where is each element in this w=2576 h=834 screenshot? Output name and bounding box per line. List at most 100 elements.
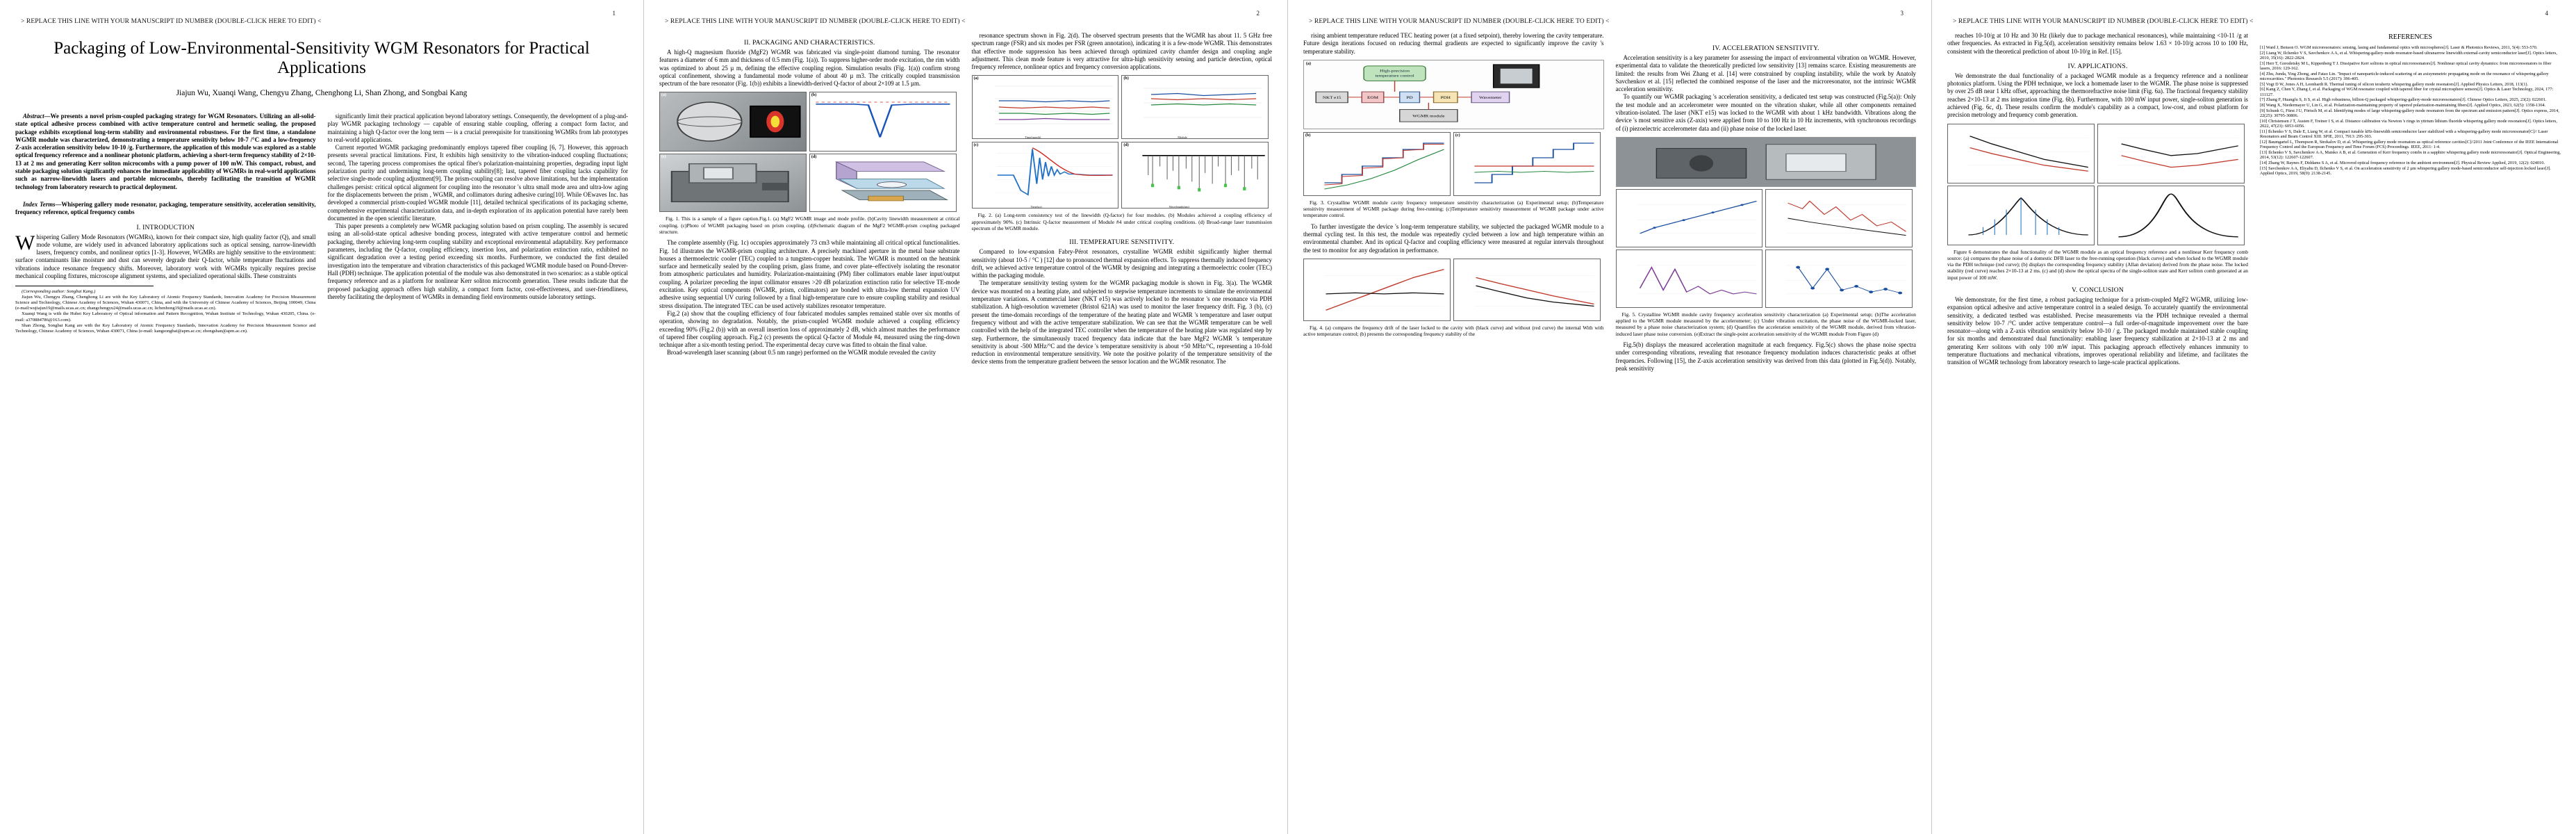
fig1-linewidth-plot: [816, 102, 950, 138]
reference-item: [5] Vogt D W, Jones A H, Leonhardt R. Th…: [2260, 81, 2529, 87]
figure-5-caption: Fig. 5. Crystalline WGMR module cavity f…: [1615, 311, 1917, 337]
fig3-controlled-plot: [1474, 142, 1594, 183]
fig3-free-running-plot: [1324, 142, 1444, 190]
svg-text:NKT e15: NKT e15: [1323, 97, 1341, 100]
page4-column-2: REFERENCES [1] Ward J, Benson O. WGM mic…: [2260, 32, 2561, 367]
reference-item: [2] Liang W, Ilchenko V S, Savchenkov A …: [2260, 50, 2557, 61]
temperature-right-paragraph-2: To further investigate the device 's lon…: [1303, 222, 1604, 254]
reference-item: [6] Kang Z, Chen Y, Zhang J, et al. Pack…: [2260, 87, 2554, 97]
svg-text:PDH: PDH: [1441, 97, 1451, 100]
acceleration-paragraph-1: Acceleration sensitivity is a key parame…: [1615, 54, 1917, 93]
page-number: 1: [612, 10, 616, 17]
fig6-comb-spectrum-plot: [2118, 193, 2238, 238]
fig2-panel-b: (b) Module: [1121, 75, 1269, 140]
svg-text:temperature control: temperature control: [1375, 74, 1414, 78]
fig5-vibration-setup-photo: [1616, 137, 1915, 186]
fig5-single-point-sensitivity-plot: [1786, 265, 1906, 295]
fig2-panel-c: (c) Time(µs): [971, 142, 1119, 209]
intro-paragraph-4: This paper presents a completely new WGM…: [327, 222, 629, 300]
fig5-panel-c: [1765, 188, 1913, 247]
fig2-label-b: (b): [1123, 76, 1129, 81]
figure-3: (a) High-precision temperature control N…: [1303, 59, 1604, 219]
figure-6-caption: Figure 6 demonstrates the dual functiona…: [1947, 248, 2248, 281]
abstract-paragraph: Abstract—We presents a novel prism-coupl…: [15, 113, 316, 191]
reference-item: [7] Zhang F, Huangfu S, Ji S, et al. Hig…: [2260, 97, 2547, 103]
fig1-resonator-diagram: [677, 101, 801, 142]
fig2-b-xlabel: Module: [1178, 136, 1187, 140]
running-head: > REPLACE THIS LINE WITH YOUR MANUSCRIPT…: [1953, 18, 2254, 25]
page-4: 4 > REPLACE THIS LINE WITH YOUR MANUSCRI…: [1932, 0, 2576, 834]
section-heading-references: REFERENCES: [2388, 33, 2432, 41]
footnote-affiliation-2: Xuanqi Wang is with the Hubei Key Labora…: [15, 311, 316, 322]
page-number: 4: [2545, 10, 2549, 17]
reference-item: [4] Zhu, Junda, Ying Zhong, and Fatao Li…: [2260, 71, 2549, 82]
section-heading-applications: IV. APPLICATIONS.: [2067, 62, 2128, 70]
section-heading-conclusion: V. CONCLUSION: [2072, 286, 2124, 294]
fig6-panel-d: [2097, 185, 2245, 245]
page-2: 2 > REPLACE THIS LINE WITH YOUR MANUSCRI…: [644, 0, 1288, 834]
figure-2: (a) Time(month): [971, 75, 1272, 232]
fig5-panel-b: [1615, 188, 1763, 247]
svg-text:EOM: EOM: [1367, 97, 1379, 100]
fig3-label-c: (c): [1455, 133, 1460, 138]
fig2-a-xlabel: Time(month): [1025, 136, 1041, 140]
footnote-affiliation-3: Shan Zhong, Songbai Kang are with the Ke…: [15, 322, 316, 334]
reference-item: [13] Ilchenko V S, Savchenkov A A, Matsk…: [2260, 149, 2561, 161]
footnote-affiliation-1: Jiajun Wu, Chengyu Zhang, Chenghong Li a…: [15, 295, 316, 311]
fig3-panel-b: (b): [1303, 131, 1451, 196]
reference-item: [1] Ward J, Benson O. WGM microresonator…: [2260, 45, 2538, 50]
packaging-right-paragraph-1: resonance spectrum shown in Fig. 2(d). T…: [971, 32, 1273, 71]
fig1-module-photo: [670, 163, 789, 203]
acceleration-paragraph-3: Fig.5(b) displays the measured accelerat…: [1615, 341, 1917, 372]
page-number: 3: [1900, 10, 1904, 17]
page1-column-1: Abstract—We presents a novel prism-coupl…: [15, 113, 316, 334]
page-title: Packaging of Low-Environmental-Sensitivi…: [53, 39, 590, 77]
fig6-panel-b: [2097, 123, 2245, 183]
section-heading-introduction: I. INTRODUCTION: [136, 223, 195, 231]
fig1-label-b: (b): [811, 93, 817, 98]
fig6-soliton-spectrum-plot: [1968, 197, 2088, 236]
fig4-stability-plot: [1474, 275, 1594, 306]
acceleration-right-paragraph-1: reaches 10-10/g at 10 Hz and 30 Hz (like…: [1947, 32, 2248, 55]
fig2-label-a: (a): [973, 76, 979, 81]
page1-column-2: significantly limit their practical appl…: [328, 113, 629, 334]
applications-paragraph-1: We demonstrate the dual functionality of…: [1947, 72, 2248, 119]
fig5-acceleration-magnitude-plot: [1636, 200, 1757, 234]
fig3-label-a: (a): [1306, 61, 1311, 66]
reference-item: [10] Christensen J T, Austen F, Treiner …: [2260, 118, 2557, 129]
index-terms-lead: Index Terms: [23, 200, 56, 208]
figure-6: Figure 6 demonstrates the dual functiona…: [1947, 123, 2248, 281]
fig2-coupling-efficiency-plot: [1143, 88, 1262, 118]
fig4-panel-a: [1303, 258, 1451, 321]
acceleration-paragraph-2: To quantify our WGMR packaging 's accele…: [1615, 93, 1917, 132]
abstract-lead: Abstract: [23, 113, 44, 120]
fig2-c-xlabel: Time(µs): [1030, 205, 1042, 209]
fig6-phase-noise-plot: [1968, 135, 2088, 172]
figure-4: Fig. 4. (a) compares the frequency drift…: [1303, 258, 1604, 338]
page-1: 1 > REPLACE THIS LINE WITH YOUR MANUSCRI…: [0, 0, 644, 834]
page-3: 3 > REPLACE THIS LINE WITH YOUR MANUSCRI…: [1288, 0, 1932, 834]
svg-text:WGMR module: WGMR module: [1412, 115, 1445, 118]
fig2-transmission-spectrum-plot: [1142, 155, 1266, 192]
section-heading-acceleration: IV. ACCELERATION SENSITIVITY.: [1712, 44, 1819, 52]
fig3-experimental-setup-diagram: High-precision temperature control NKT e…: [1315, 64, 1540, 122]
fig6-allan-deviation-plot: [2118, 138, 2239, 167]
index-terms-text: —Whispering gallery mode resonator, pack…: [15, 200, 316, 216]
reference-item: [12] Baumgartel L, Thompson R, Strekalov…: [2260, 139, 2559, 150]
figure-3-caption: Fig. 3. Crystalline WGMR module cavity f…: [1303, 199, 1604, 219]
fig3-label-b: (b): [1305, 133, 1311, 138]
packaging-paragraph-2: The complete assembly (Fig. 1c) occupies…: [659, 239, 960, 309]
fig2-d-xlabel: Wavelength(nm): [1169, 205, 1189, 209]
reference-item: [15] Savchenkov A A, Eliyahu D, Ilchenko…: [2260, 165, 2551, 177]
footnote-corresponding-author: (Corresponding author: Songbai Kang.): [22, 289, 96, 295]
fig4-frequency-drift-plot: [1324, 268, 1444, 311]
fig5-acceleration-sensitivity-plot: [1636, 265, 1757, 295]
author-list: Jiajun Wu, Xuanqi Wang, Chengyu Zhang, C…: [176, 89, 468, 97]
fig5-phase-noise-plot: [1786, 200, 1907, 236]
running-head: > REPLACE THIS LINE WITH YOUR MANUSCRIPT…: [665, 18, 966, 25]
temperature-paragraph-1: Compared to low-expansion Fabry-Pérot re…: [971, 248, 1273, 279]
packaging-paragraph-4: Broad-wavelength laser scanning (about 0…: [667, 349, 936, 357]
page2-column-2: resonance spectrum shown in Fig. 2(d). T…: [971, 32, 1273, 366]
fig6-panel-a: [1947, 123, 2095, 183]
